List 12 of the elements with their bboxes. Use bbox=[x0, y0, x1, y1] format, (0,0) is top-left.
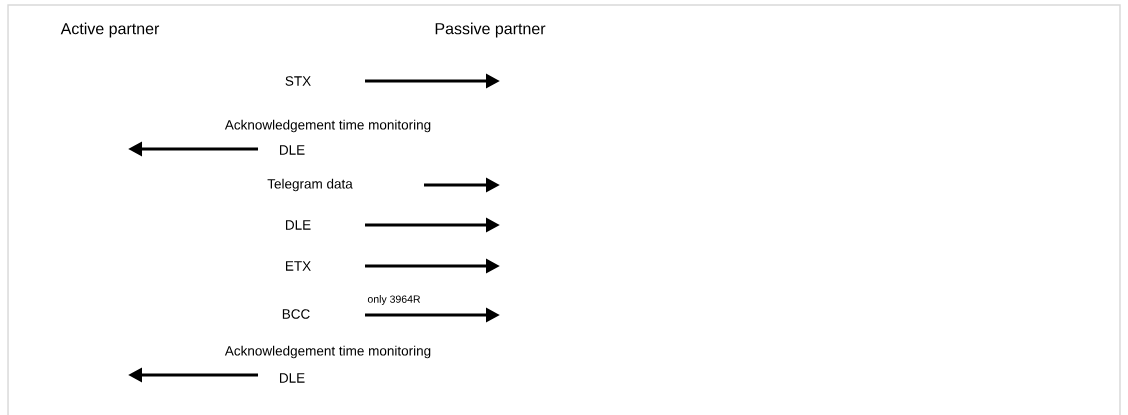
heading: Active partner bbox=[60, 22, 160, 38]
signal-label: DLE bbox=[286, 220, 311, 230]
signal-label: ETX bbox=[286, 261, 311, 271]
signal-label: DLE bbox=[280, 373, 305, 383]
signal-label: STX bbox=[285, 76, 311, 86]
signal-label: DLE bbox=[280, 145, 305, 155]
signal-label: BCC bbox=[282, 309, 310, 319]
note-label: Acknowledgement time monitoring bbox=[224, 119, 431, 133]
note-label: only 3964R bbox=[367, 295, 421, 305]
signal-label: Telegram data bbox=[267, 178, 353, 192]
heading: Passive partner bbox=[435, 22, 546, 38]
note-label: Acknowledgement time monitoring bbox=[224, 345, 431, 359]
